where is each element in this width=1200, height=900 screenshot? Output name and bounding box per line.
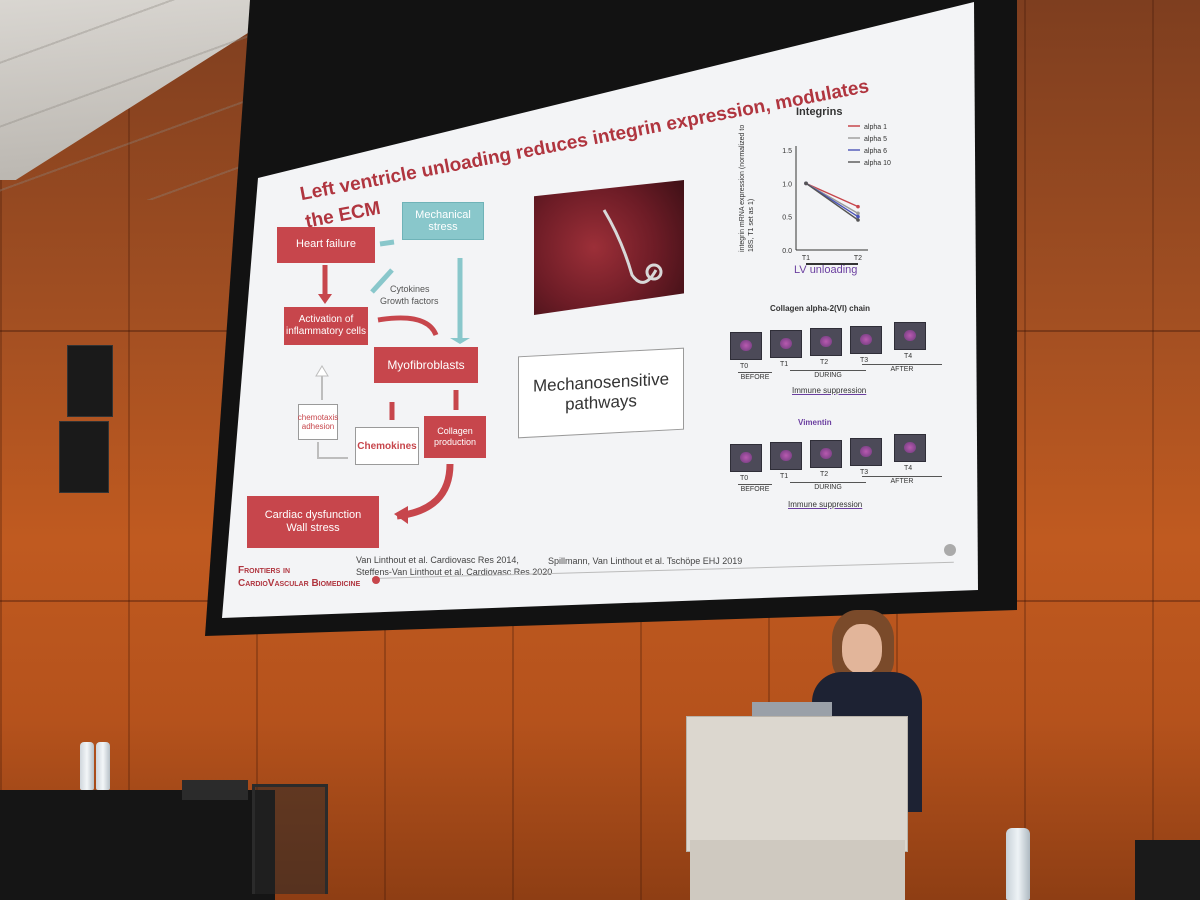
data-point <box>856 218 860 222</box>
series-line <box>805 182 859 221</box>
chair <box>182 780 248 800</box>
mechanosensitive-label: Mechanosensitive pathways <box>532 369 670 414</box>
vimentin-caption: Immune suppression <box>788 500 863 509</box>
integrins-x-label: LV unloading <box>794 264 858 276</box>
laptop <box>752 702 832 718</box>
water-bottle <box>1006 828 1030 900</box>
cardiac-dysfunction-box: Cardiac dysfunction Wall stress <box>247 496 379 548</box>
integrins-chart: 1.5 1.0 0.5 0.0T1 T2 alpha 1 alpha 5 alpha 6 alp… <box>782 124 891 265</box>
data-point <box>856 214 860 219</box>
timepoint-label: T0 <box>740 475 749 482</box>
podium <box>686 716 908 852</box>
microscopy-thumbnail <box>730 332 762 360</box>
slide-logo: Frontiers in CardioVascular Biomedicine <box>238 564 360 590</box>
microscopy-thumbnail <box>850 326 882 354</box>
timepoint-label: T1 <box>780 473 789 480</box>
microscopy-thumbnail <box>810 440 842 468</box>
microscopy-thumbnail <box>730 444 762 472</box>
data-point <box>856 211 860 216</box>
microscopy-thumbnail <box>770 330 802 358</box>
timepoint-label: T1 <box>780 361 789 368</box>
phase-label: BEFORE <box>738 372 772 381</box>
vimentin-panel-title: Vimentin <box>798 418 832 427</box>
phase-label: BEFORE <box>738 484 772 493</box>
myofibroblasts-box: Myofibroblasts <box>374 347 478 383</box>
timepoint-label: T4 <box>904 465 913 472</box>
chemotaxis-label: chemotaxis <box>297 413 339 422</box>
cytokines-label: Cytokines <box>390 284 430 294</box>
series-line <box>805 182 859 208</box>
timepoint-label: T3 <box>860 469 869 476</box>
microscopy-thumbnail <box>850 438 882 466</box>
phase-label: AFTER <box>862 364 942 373</box>
y-tick-label: 0.5 <box>782 215 792 222</box>
wall-stress-label: Wall stress <box>286 522 340 534</box>
legend-entry: alpha 1 <box>864 124 887 131</box>
lvad-device-icon <box>602 209 663 284</box>
water-bottle <box>80 742 94 790</box>
microscopy-thumbnail <box>770 442 802 470</box>
logo-line2: CardioVascular Biomedicine <box>238 578 361 589</box>
heart-failure-box: Heart failure <box>277 227 375 263</box>
adhesion-label: adhesion <box>301 422 335 431</box>
y-tick-label: 0.0 <box>782 248 792 255</box>
footer-dot-right <box>944 544 956 556</box>
heart-device-image <box>534 180 684 315</box>
microscopy-thumbnail <box>810 328 842 356</box>
wall-speaker <box>59 345 115 493</box>
water-bottle <box>96 742 110 790</box>
y-tick-label: 1.0 <box>782 181 792 188</box>
microscopy-thumbnail <box>894 322 926 350</box>
chemotaxis-adhesion-box: chemotaxis adhesion <box>298 404 338 440</box>
mechanical-stress-box: Mechanical stress <box>402 202 484 240</box>
activation-box: Activation of inflammatory cells <box>284 307 368 345</box>
x-tick-label: T2 <box>854 255 862 262</box>
diagram-arrows <box>315 239 470 524</box>
collagen-production-box: Collagen production <box>424 416 486 458</box>
chemokines-box: Chemokines <box>355 427 419 465</box>
legend-entry: alpha 5 <box>864 136 887 143</box>
y-tick-label: 1.5 <box>782 148 792 155</box>
growth-factors-label: Growth factors <box>380 296 439 306</box>
microscopy-thumbnail <box>894 434 926 462</box>
chair <box>252 784 328 894</box>
timepoint-label: T3 <box>860 357 869 364</box>
timepoint-label: T2 <box>820 359 829 366</box>
podium-base <box>690 840 905 900</box>
integrins-chart-title: Integrins <box>796 106 843 118</box>
data-point <box>856 204 860 209</box>
legend-entry: alpha 6 <box>864 148 887 155</box>
timepoint-label: T4 <box>904 353 913 360</box>
collagen-panel-title: Collagen alpha-2(VI) chain <box>770 304 871 313</box>
phase-label: DURING <box>790 482 866 491</box>
cardiac-dysfunction-label: Cardiac dysfunction <box>264 508 362 521</box>
timepoint-label: T0 <box>740 363 749 370</box>
reference-2: Steffens-Van Linthout et al. Cardiovasc … <box>356 567 553 577</box>
monitor-speaker <box>1135 840 1200 900</box>
footer-dot-left <box>372 576 380 584</box>
panel-table <box>0 790 275 900</box>
reference-1: Van Linthout et al. Cardiovasc Res 2014, <box>356 555 519 565</box>
reference-3: Spillmann, Van Linthout et al. Tschöpe E… <box>548 556 743 566</box>
x-tick-label: T1 <box>802 255 810 262</box>
logo-line1: Frontiers in <box>238 565 291 576</box>
collagen-caption: Immune suppression <box>792 386 867 395</box>
phase-label: AFTER <box>862 476 942 485</box>
data-point <box>804 181 808 186</box>
phase-label: DURING <box>790 370 866 379</box>
mechanosensitive-box: Mechanosensitive pathways <box>518 347 684 439</box>
legend-entry: alpha 10 <box>864 160 891 167</box>
timepoint-label: T2 <box>820 471 829 478</box>
